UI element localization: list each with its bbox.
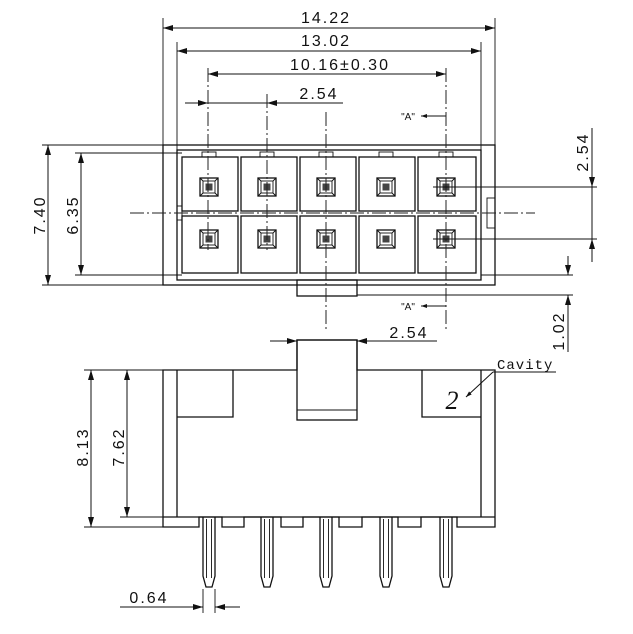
pin-square — [199, 229, 219, 249]
pin-bevel — [257, 229, 277, 249]
dim-overall-depth-label: 7.40 — [32, 195, 49, 234]
pin-square — [376, 177, 396, 197]
dim-row-pitch-label: 2.54 — [575, 132, 592, 171]
dim-overall-height-label: 8.13 — [75, 427, 92, 466]
pin-body — [260, 517, 274, 588]
dim-key-protrusion-label: 1.02 — [551, 311, 568, 350]
pin-bevel — [316, 177, 336, 197]
cavity-notch — [378, 151, 394, 158]
pin-bevel — [436, 177, 456, 197]
cavity-cell — [358, 215, 416, 274]
pin-outer — [199, 229, 219, 249]
pin-inner — [379, 180, 393, 194]
pin-inner — [379, 232, 393, 246]
cavity-notch — [201, 151, 217, 158]
side-housing-outline — [162, 339, 496, 528]
pin-core — [382, 235, 390, 243]
pin-body — [319, 517, 333, 588]
pin-side — [319, 517, 333, 588]
dim-column-pitch-label: 2.54 — [299, 86, 338, 103]
center-key-block — [296, 339, 358, 421]
pin-outer — [376, 229, 396, 249]
pin-bevel — [257, 177, 277, 197]
pin-body — [202, 517, 216, 588]
pin-square — [376, 229, 396, 249]
pin-shading — [264, 519, 270, 578]
cavity-cell — [181, 215, 239, 274]
dim-body-height-label: 7.62 — [111, 427, 128, 466]
pin-body — [379, 517, 393, 588]
cavity-callout-leader — [465, 371, 494, 398]
cavity-cell — [240, 215, 298, 274]
pin-bevel — [376, 229, 396, 249]
pin-shading — [443, 519, 449, 578]
pin-square — [199, 177, 219, 197]
pin-bevel — [436, 229, 456, 249]
pin-outer — [376, 177, 396, 197]
cavity-cell — [299, 215, 357, 274]
dim-overall-width-label: 14.22 — [301, 10, 351, 27]
section-mark-top: "A" — [401, 112, 415, 123]
pin-side — [202, 517, 216, 588]
cavity-number: 2 — [446, 386, 459, 415]
pin-bevel — [199, 229, 219, 249]
cavity-block-left — [177, 370, 234, 418]
polarization-key — [296, 279, 358, 297]
side-view: 2.54 Cavity 2 8.13 7.62 0.64 — [75, 325, 556, 613]
pin-side — [260, 517, 274, 588]
cavity-block-right — [421, 370, 481, 418]
pin-shading — [383, 519, 389, 578]
pin-bevel — [199, 177, 219, 197]
dim-pin-width-label: 0.64 — [129, 590, 168, 607]
pin-shading — [206, 519, 212, 578]
pin-inner — [202, 232, 216, 246]
pin-side — [379, 517, 393, 588]
dim-inner-depth-label: 6.35 — [65, 195, 82, 234]
cavity-callout-label: Cavity — [497, 358, 553, 374]
pin-shading — [323, 519, 329, 578]
pin-core — [205, 183, 213, 191]
pin-bevel — [316, 229, 336, 249]
top-view: 14.22 13.02 10.16±0.30 2.54 "A" "A" — [32, 10, 597, 352]
pin-body — [439, 517, 453, 588]
pin-core — [382, 183, 390, 191]
cavity-cell — [417, 215, 477, 274]
pin-inner — [202, 180, 216, 194]
dim-pin-span-label: 10.16±0.30 — [290, 57, 390, 74]
dim-inner-width-label: 13.02 — [301, 33, 351, 50]
section-mark-bottom: "A" — [401, 302, 415, 313]
pin-bevel — [376, 177, 396, 197]
pin-side — [439, 517, 453, 588]
dim-key-width-label: 2.54 — [389, 325, 428, 342]
pin-outer — [199, 177, 219, 197]
pin-core — [205, 235, 213, 243]
